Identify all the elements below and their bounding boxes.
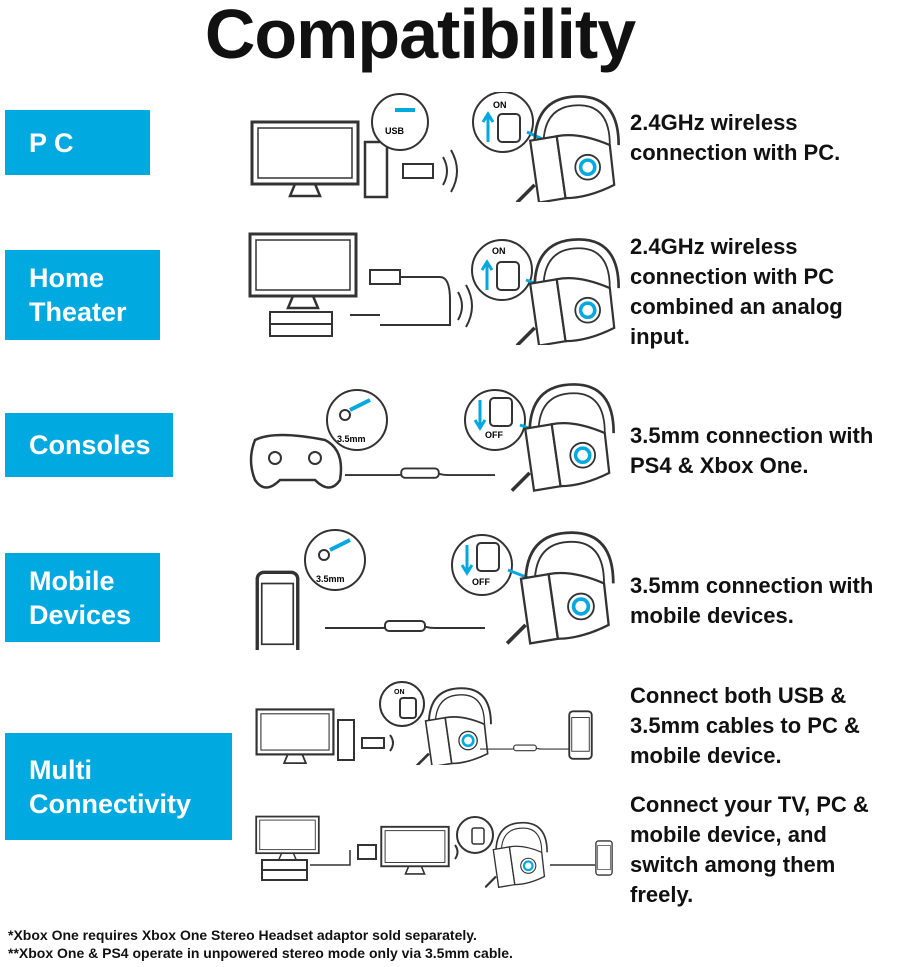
home-theater-description: 2.4GHz wireless connection with PC combi… bbox=[630, 234, 843, 349]
switch-on-label: ON bbox=[394, 689, 405, 696]
multi-tv-illustration bbox=[255, 815, 613, 889]
label-pc-text: P C bbox=[29, 127, 74, 158]
multi-tv-description: Connect your TV, PC & mobile device, and… bbox=[630, 792, 869, 907]
port-35mm-label: 3.5mm bbox=[316, 574, 345, 584]
label-home-theater-text: Home Theater bbox=[29, 263, 127, 327]
label-mobile-devices: Mobile Devices bbox=[5, 553, 160, 642]
label-multi-connectivity-text: Multi Connectivity bbox=[29, 754, 192, 819]
switch-off-label: OFF bbox=[485, 430, 503, 440]
label-consoles-text: Consoles bbox=[29, 430, 151, 460]
switch-on-label: ON bbox=[492, 246, 506, 256]
consoles-illustration: 3.5mm OFF bbox=[249, 382, 616, 493]
pc-description: 2.4GHz wireless connection with PC. bbox=[630, 110, 841, 165]
footnote-unpowered-mode: **Xbox One & PS4 operate in unpowered st… bbox=[8, 945, 513, 961]
multi-usb-description: Connect both USB & 3.5mm cables to PC & … bbox=[630, 683, 860, 768]
page-title: Compatibility bbox=[204, 0, 636, 73]
home-theater-illustration: ON bbox=[248, 232, 620, 345]
label-pc: P C bbox=[5, 110, 150, 175]
label-multi-connectivity: Multi Connectivity bbox=[5, 733, 232, 840]
multi-usb-illustration: ON bbox=[255, 681, 593, 765]
footnotes: *Xbox One requires Xbox One Stereo Heads… bbox=[8, 926, 513, 962]
footnote-xbox-adaptor: *Xbox One requires Xbox One Stereo Heads… bbox=[8, 927, 477, 943]
mobile-description: 3.5mm connection with mobile devices. bbox=[630, 573, 874, 628]
mobile-illustration: 3.5mm OFF bbox=[255, 529, 616, 650]
pc-illustration: USB ON bbox=[250, 92, 620, 202]
label-home-theater: Home Theater bbox=[5, 250, 160, 340]
label-mobile-devices-text: Mobile Devices bbox=[29, 565, 132, 630]
port-35mm-label: 3.5mm bbox=[337, 434, 366, 444]
usb-port-label: USB bbox=[385, 126, 405, 136]
switch-off-label: OFF bbox=[472, 577, 490, 587]
consoles-description: 3.5mm connection with PS4 & Xbox One. bbox=[630, 423, 874, 478]
label-consoles: Consoles bbox=[5, 413, 173, 477]
switch-on-label: ON bbox=[493, 100, 507, 110]
